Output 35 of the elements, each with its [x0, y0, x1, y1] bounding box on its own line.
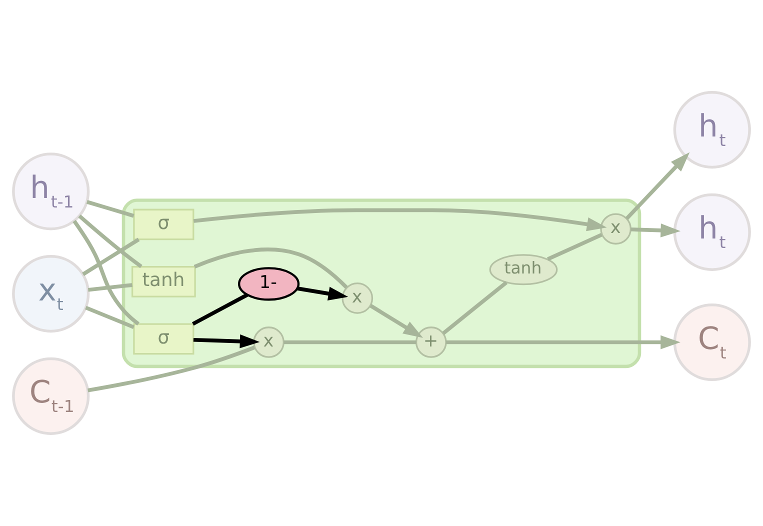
- connector: [194, 248, 348, 289]
- node-circle: x: [600, 213, 632, 245]
- node-circle: h$_{t}$: [673, 91, 751, 169]
- connector: [86, 200, 134, 218]
- node-circle: C$_{t}$: [673, 303, 751, 382]
- node-box: σ: [133, 323, 194, 355]
- cluster: [122, 198, 642, 368]
- connector: [85, 306, 135, 329]
- node-circle: x$_{t}$: [12, 255, 90, 333]
- node-ellipse: 1-: [238, 267, 300, 301]
- connector: [192, 293, 248, 326]
- arrow: [630, 223, 681, 238]
- arrow: [296, 286, 348, 300]
- node-circle: x: [342, 282, 374, 314]
- node-circle: +: [415, 326, 447, 358]
- arrow: [446, 335, 680, 350]
- arrow: [193, 334, 260, 348]
- connector: [88, 346, 256, 392]
- node-box: σ: [133, 208, 194, 240]
- node-ellipse: tanh: [489, 254, 558, 286]
- connector: [78, 214, 142, 268]
- node-circle: x: [253, 326, 284, 358]
- connector: [72, 220, 140, 326]
- arrow: [625, 152, 690, 220]
- connector: [547, 233, 602, 261]
- connector: [82, 238, 140, 276]
- arrow: [370, 304, 424, 338]
- node-circle: h$_{t}$: [673, 193, 751, 271]
- node-circle: h$_{t-1}$: [12, 152, 90, 230]
- node-circle: C$_{t-1}$: [12, 357, 90, 435]
- connector: [88, 283, 132, 292]
- arrow: [193, 208, 607, 232]
- node-box: tanh: [131, 266, 196, 298]
- connector: [284, 340, 416, 344]
- connector: [442, 281, 508, 335]
